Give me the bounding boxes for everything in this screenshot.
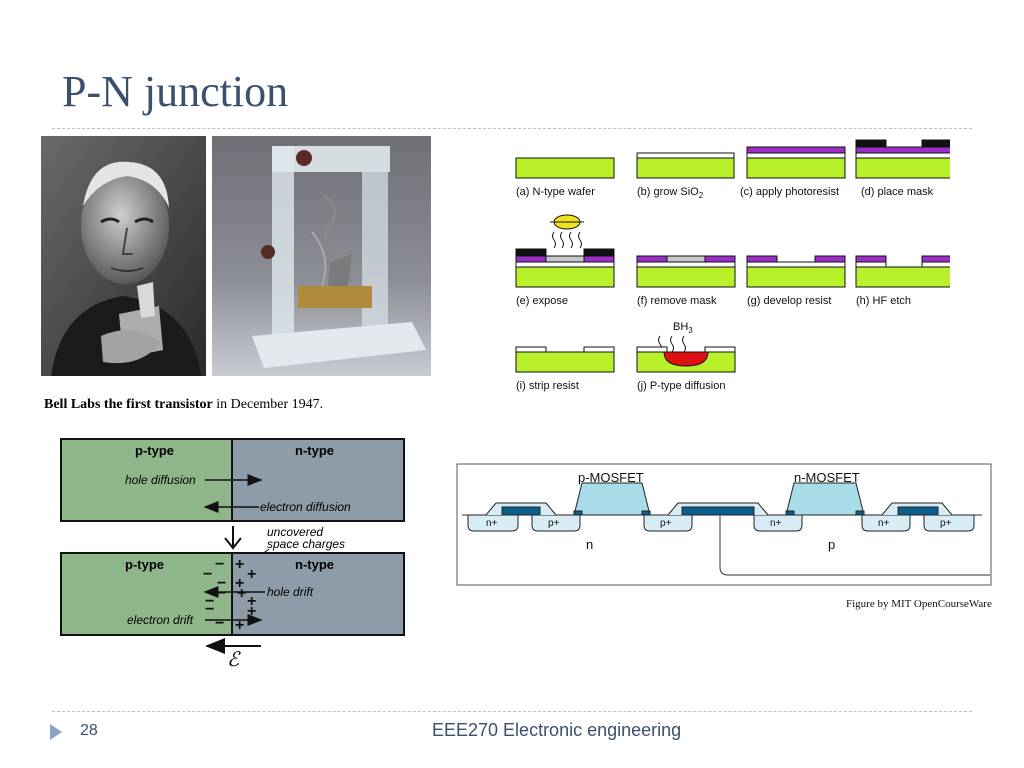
transistor-photo: [212, 136, 431, 376]
step-d-label: (d) place mask: [861, 186, 934, 198]
step-c-photoresist: [746, 146, 846, 179]
step-a-label: (a) N-type wafer: [516, 186, 595, 198]
svg-text:+: +: [235, 556, 244, 573]
svg-text:−: −: [205, 593, 214, 610]
n-plus-label: n+: [486, 518, 498, 529]
n-type-label-top: n-type: [295, 443, 334, 458]
svg-text:−: −: [215, 556, 224, 573]
page-number: 28: [80, 722, 98, 739]
step-j-diffusion: [636, 335, 736, 373]
n-region-label: n: [586, 537, 593, 552]
portrait-photo: [41, 136, 206, 376]
p-mosfet-label: p-MOSFET: [578, 470, 644, 485]
svg-text:+: +: [237, 585, 246, 602]
n-mosfet-label: n-MOSFET: [794, 470, 860, 485]
svg-text:+: +: [247, 593, 256, 610]
svg-text:+: +: [235, 575, 244, 592]
space-charge-signs: −+ −+ −+ −+ −+ −+ −+: [203, 556, 256, 634]
svg-text:+: +: [247, 603, 256, 620]
svg-text:−: −: [203, 566, 212, 583]
photo-caption: Bell Labs the first transistor in Decemb…: [44, 397, 324, 412]
title-divider: [52, 128, 972, 129]
step-b-label: (b) grow SiO2: [637, 186, 704, 200]
step-c-label: (c) apply photoresist: [740, 186, 839, 198]
step-a-wafer: [515, 157, 615, 179]
step-e-expose: [515, 214, 615, 288]
figure-credit: Figure by MIT OpenCourseWare.: [846, 598, 992, 610]
step-f-label: (f) remove mask: [637, 295, 717, 307]
space-charges-label: space charges: [267, 537, 345, 551]
point-contact-transistor-icon: [252, 146, 426, 368]
p-region-label: p: [828, 537, 835, 552]
step-b-oxide: [636, 152, 735, 179]
electron-drift-label: electron drift: [127, 613, 194, 627]
portrait-person-icon: [51, 161, 201, 376]
svg-text:−: −: [217, 585, 226, 602]
svg-text:+: +: [235, 617, 244, 634]
p-type-label-top: p-type: [135, 443, 174, 458]
step-g-label: (g) develop resist: [747, 295, 831, 307]
p-type-label-bottom: p-type: [125, 557, 164, 572]
svg-text:−: −: [217, 575, 226, 592]
step-h-etch: [855, 255, 950, 288]
down-arrow-icon: [224, 526, 242, 550]
page-title: P-N junction: [62, 67, 289, 116]
p-plus-label: p+: [940, 518, 952, 529]
electron-diffusion-label: electron diffusion: [260, 500, 351, 514]
step-g-develop: [746, 255, 846, 288]
gas-label: BH3: [673, 321, 693, 335]
uncovered-label: uncovered: [267, 525, 323, 539]
p-plus-label: p+: [660, 518, 672, 529]
step-i-strip: [515, 346, 615, 373]
planar-process-diagram: (a) N-type wafer (b) grow SiO2 (c) apply…: [515, 139, 950, 392]
step-j-label: (j) P-type diffusion: [637, 380, 725, 392]
svg-text:+: +: [247, 566, 256, 583]
electric-field-symbol: ℰ: [227, 649, 241, 671]
n-plus-label: n+: [770, 518, 782, 529]
svg-text:−: −: [215, 615, 224, 632]
step-d-mask: [855, 139, 950, 179]
footer-divider: [52, 711, 972, 712]
footer-triangle-icon: [50, 724, 62, 740]
step-i-label: (i) strip resist: [516, 380, 579, 392]
hole-diffusion-label: hole diffusion: [125, 473, 196, 487]
step-h-label: (h) HF etch: [856, 295, 911, 307]
pn-junction-diagram: p-type n-type hole diffusion electron di…: [60, 438, 405, 671]
footer-course-title: EEE270 Electronic engineering: [432, 720, 682, 740]
hole-drift-label: hole drift: [267, 585, 314, 599]
step-e-label: (e) expose: [516, 295, 568, 307]
n-type-label-bottom: n-type: [295, 557, 334, 572]
step-f-remove-mask: [636, 255, 736, 288]
svg-text:−: −: [205, 601, 214, 618]
n-plus-label: n+: [878, 518, 890, 529]
cmos-cross-section: p-MOSFET n-MOSFET n p n+ p+ p+ n+ n+ p+ …: [456, 463, 992, 610]
p-plus-label: p+: [548, 518, 560, 529]
